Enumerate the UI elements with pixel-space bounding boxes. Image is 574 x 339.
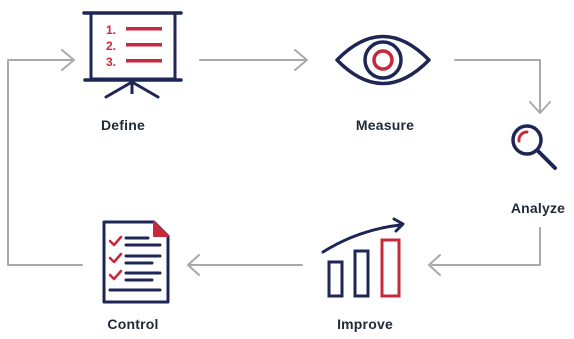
eye-icon (335, 34, 431, 86)
arrow-analyze-to-improve (428, 227, 541, 276)
arrow-improve-to-control (187, 254, 303, 276)
step-label-control: Control (107, 316, 159, 332)
growth-bar-chart-icon (321, 217, 405, 298)
step-label-analyze: Analyze (510, 200, 566, 216)
step-label-define: Define (101, 117, 145, 133)
step-label-improve: Improve (337, 316, 393, 332)
arrow-measure-to-analyze (454, 59, 551, 114)
presentation-board-icon: 1. 2. 3. (82, 11, 183, 99)
define-number-1: 1. (106, 23, 116, 37)
arrow-define-to-measure (199, 49, 308, 71)
define-number-3: 3. (106, 55, 116, 69)
step-label-measure: Measure (355, 117, 415, 133)
define-number-2: 2. (106, 39, 116, 53)
checklist-document-icon (102, 220, 170, 304)
arrow-control-to-define (7, 49, 83, 266)
magnifying-glass-icon (511, 124, 557, 170)
